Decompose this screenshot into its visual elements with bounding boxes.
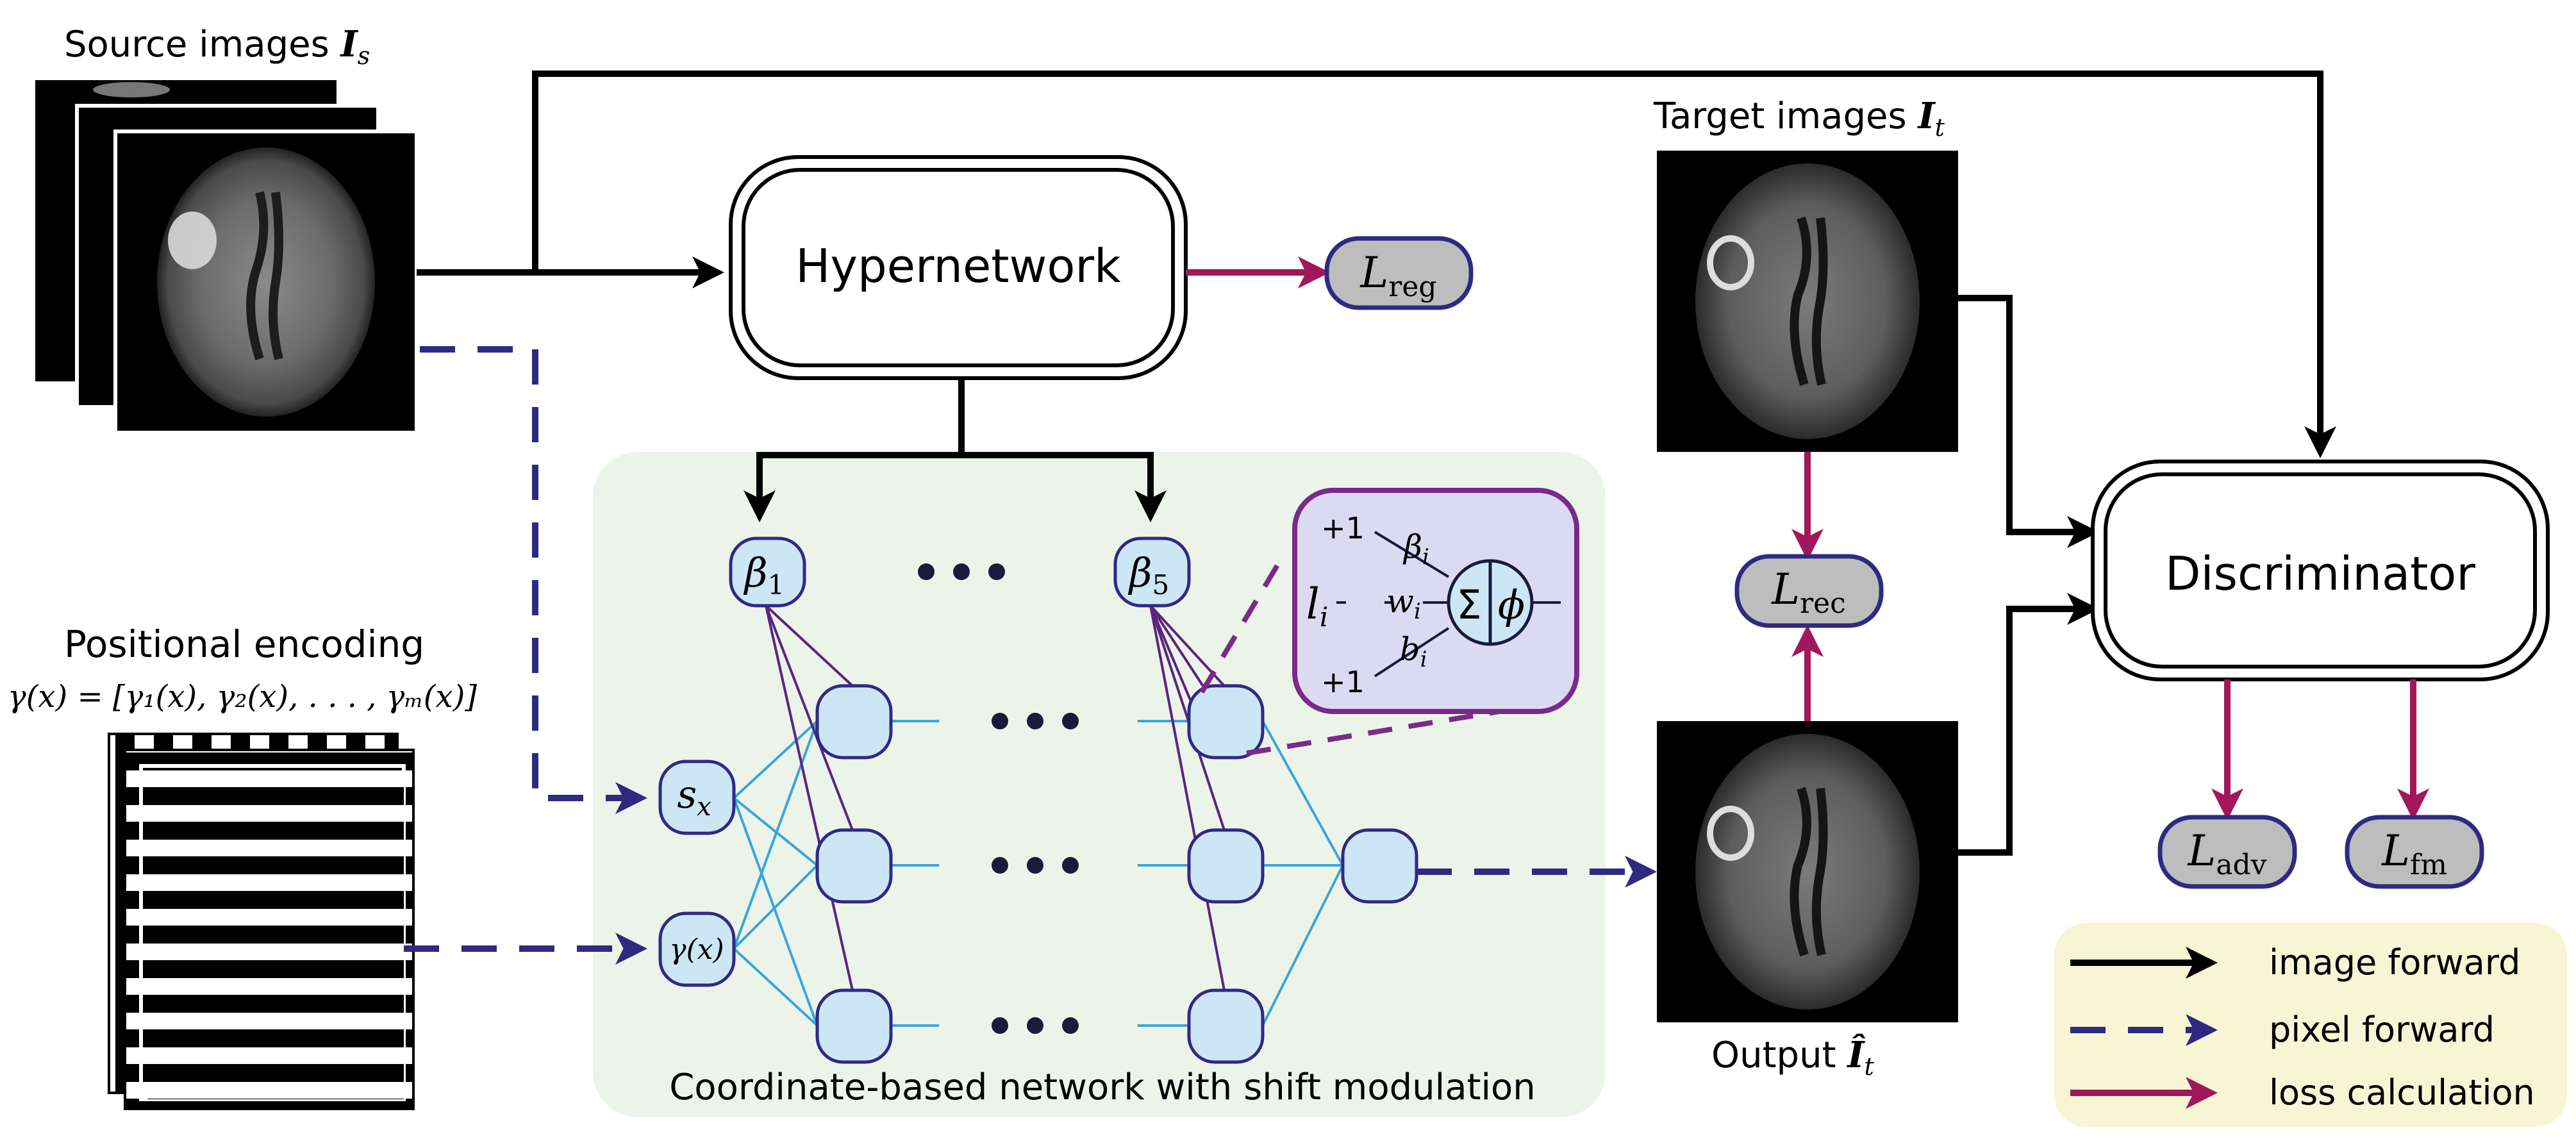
loss-rec: Lrec [1734,554,1884,628]
beta-5-label: β5 [1128,549,1170,601]
network-nodes [658,536,1418,1064]
hypernetwork-label: Hypernetwork [795,239,1121,293]
hidden-node [1187,988,1265,1064]
svg-text:+1: +1 [1321,665,1365,699]
beta-1-label: β1 [744,549,785,601]
beta-5-node [1113,536,1191,608]
loss-adv: Ladv [2157,815,2297,889]
legend-image-forward: image forward [2070,942,2520,983]
pixel-forward-lines [404,346,1657,965]
output-node [1341,828,1418,904]
discriminator-block: Discriminator [2091,460,2550,681]
hidden-node [815,828,893,904]
loss-reg: Lreg [1324,236,1474,310]
lesion [168,212,217,269]
positional-encoding-stack [108,733,415,1110]
svg-text:Σ: Σ [1456,581,1481,628]
hidden-node [815,988,893,1064]
legend-loss-calculation: loss calculation [2070,1072,2535,1113]
hidden-node [815,684,893,760]
svg-text:image forward: image forward [2269,942,2520,983]
output-label: Output Ît [1711,1033,1875,1081]
loss-lines [1186,256,2429,820]
positional-encoding-formula: γ(x) = [γ₁(x), γ₂(x), . . . , γₘ(x)] [8,679,477,715]
svg-text:Lrec: Lrec [1771,565,1846,620]
svg-text:+1: +1 [1321,511,1365,545]
legend: image forward pixel forward loss calcula… [2054,923,2567,1127]
hypernetwork-block: Hypernetwork [729,155,1188,380]
svg-text:wi: wi [1386,583,1421,624]
source-images-label: Source images Is [64,23,370,70]
beta-1-node [729,536,806,608]
legend-pixel-forward: pixel forward [2070,1010,2495,1050]
gamma-node [658,911,736,987]
positional-encoding-title: Positional encoding [64,622,424,666]
source-image-stack [35,80,419,435]
discriminator-label: Discriminator [2165,547,2475,601]
loss-fm: Lfm [2345,815,2484,889]
target-images-label: Target images It [1653,95,1945,142]
svg-text:pixel forward: pixel forward [2269,1010,2495,1050]
svg-text:ϕ: ϕ [1498,581,1525,628]
svg-text:Ladv: Ladv [2187,826,2266,881]
brain-slice [157,147,375,417]
neuron-detail: Σ ϕ +1 +1 βi wi bi li [1199,488,1579,756]
svg-text:li: li [1306,579,1329,633]
hidden-node [1187,828,1265,904]
target-image [1657,151,1958,452]
network-caption: Coordinate-based network with shift modu… [669,1067,1536,1108]
svg-text:βi: βi [1402,528,1429,570]
hidden-node [1187,684,1265,760]
output-image [1657,721,1958,1022]
svg-text:loss calculation: loss calculation [2269,1072,2535,1113]
network-edges [733,604,1344,1027]
svg-text:Lreg: Lreg [1359,248,1436,303]
sx-label: sx [677,772,711,822]
svg-text:Lfm: Lfm [2381,826,2447,881]
ellipsis-dots [918,563,1079,1034]
image-forward-lines [417,71,2336,856]
gamma-label: γ(x) [669,933,724,966]
sx-node [658,760,736,835]
svg-text:bi: bi [1400,631,1427,672]
